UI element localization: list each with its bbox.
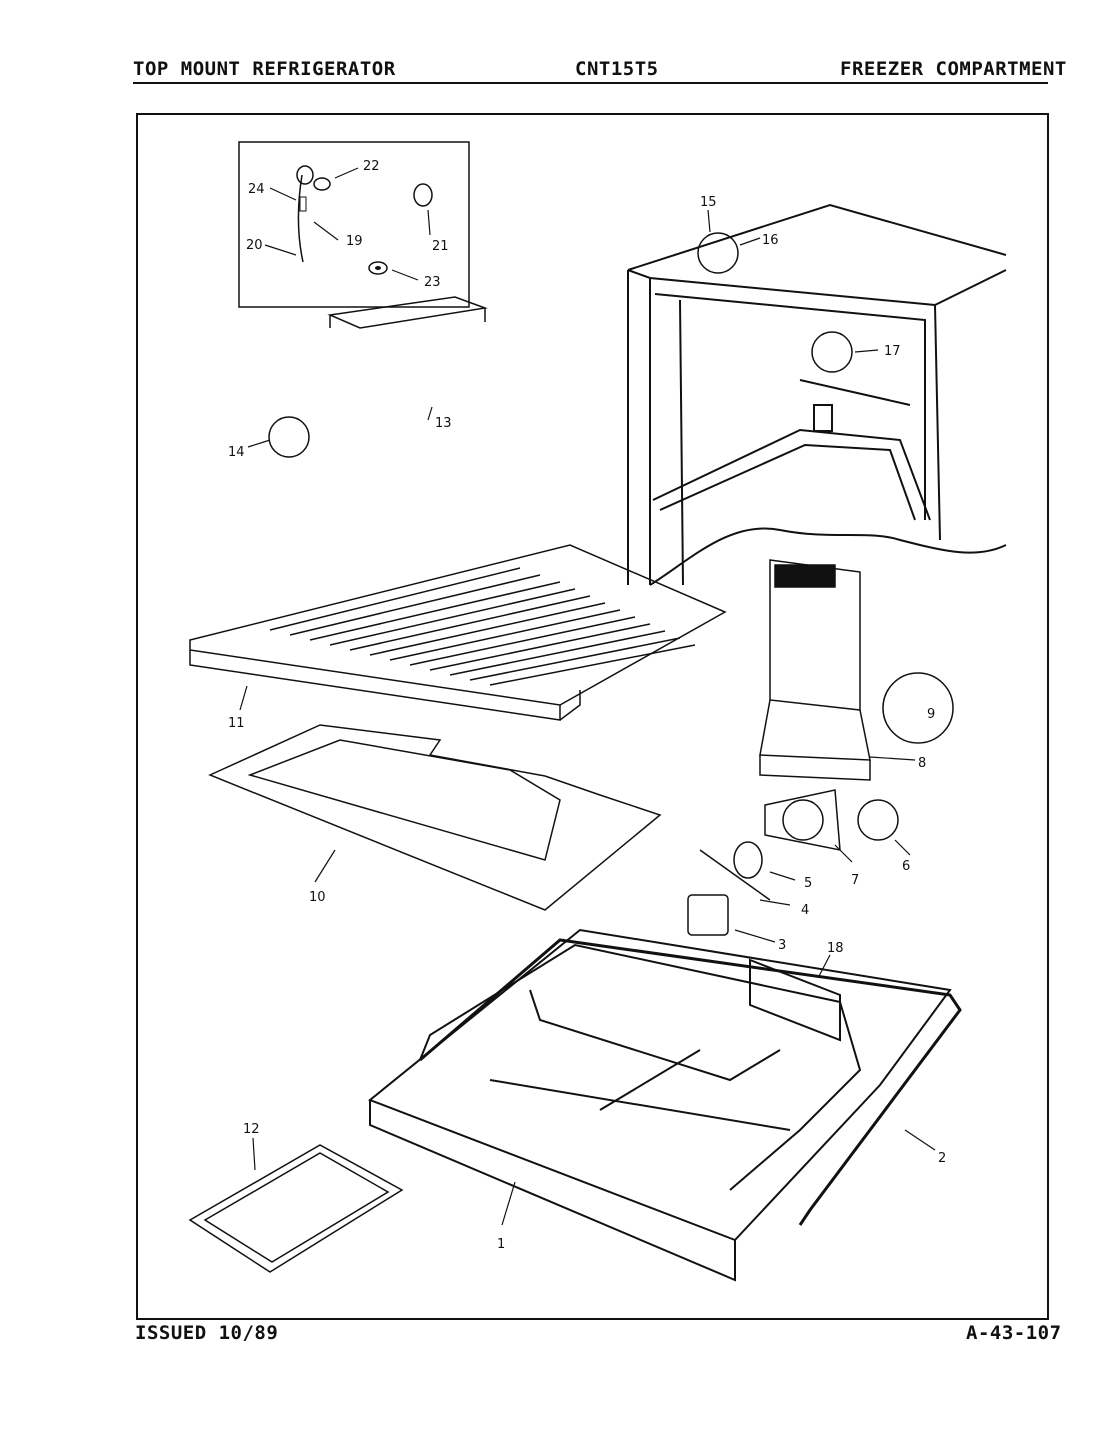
callout-labels: 1 2 3 4 5 6 7 8 9 10 11 12 13 14 15 16 1… — [228, 159, 946, 1252]
gasket-2 — [419, 938, 962, 1226]
callout-3: 3 — [778, 938, 786, 953]
leader-lines — [239, 167, 936, 1226]
freezer-cabinet — [627, 203, 1007, 586]
callout-16: 16 — [762, 233, 779, 248]
callout-22: 22 — [363, 159, 380, 174]
footer-issued: ISSUED 10/89 — [135, 1322, 279, 1344]
callout-13: 13 — [435, 416, 452, 431]
light-switch — [413, 183, 433, 207]
grommet — [368, 261, 388, 275]
callout-19: 19 — [346, 234, 363, 249]
callout-8: 8 — [918, 756, 926, 771]
light-wire — [297, 174, 304, 263]
callout-24: 24 — [248, 182, 265, 197]
callout-2: 2 — [938, 1151, 946, 1166]
callout-6: 6 — [902, 859, 910, 874]
callout-23: 23 — [424, 275, 441, 290]
shelf-13 — [327, 296, 488, 329]
callout-9: 9 — [927, 707, 935, 722]
callout-11: 11 — [228, 716, 245, 731]
freezer-shelf-11 — [189, 544, 727, 721]
callout-5: 5 — [804, 876, 812, 891]
callout-1: 1 — [497, 1237, 505, 1252]
shelf-liner-10 — [208, 724, 662, 911]
fan-assembly — [687, 789, 899, 936]
callout-10: 10 — [309, 890, 326, 905]
light-bulb — [313, 177, 331, 191]
callout-17: 17 — [884, 344, 901, 359]
header-title: TOP MOUNT REFRIGERATOR — [133, 58, 396, 80]
ice-tray-12 — [188, 1144, 404, 1273]
inset-light-parts — [238, 141, 470, 308]
callout-4: 4 — [801, 903, 809, 918]
callout-15: 15 — [700, 195, 717, 210]
freezer-floor-1 — [368, 928, 952, 1282]
light-socket — [296, 165, 314, 185]
callout-21: 21 — [432, 239, 449, 254]
callout-7: 7 — [851, 873, 859, 888]
callout-12: 12 — [243, 1122, 260, 1137]
header-rule — [133, 82, 1048, 84]
callout-20: 20 — [246, 238, 263, 253]
callout-18: 18 — [827, 941, 844, 956]
diagram-frame — [136, 113, 1049, 1320]
socket-bracket — [299, 196, 307, 212]
callout-14: 14 — [228, 445, 245, 460]
header-section: FREEZER COMPARTMENT — [840, 58, 1067, 80]
evaporator-cover-8 — [759, 559, 954, 781]
header-model: CNT15T5 — [575, 58, 659, 80]
footer-code: A-43-107 — [966, 1322, 1062, 1344]
shelf-support-detail — [268, 416, 310, 458]
